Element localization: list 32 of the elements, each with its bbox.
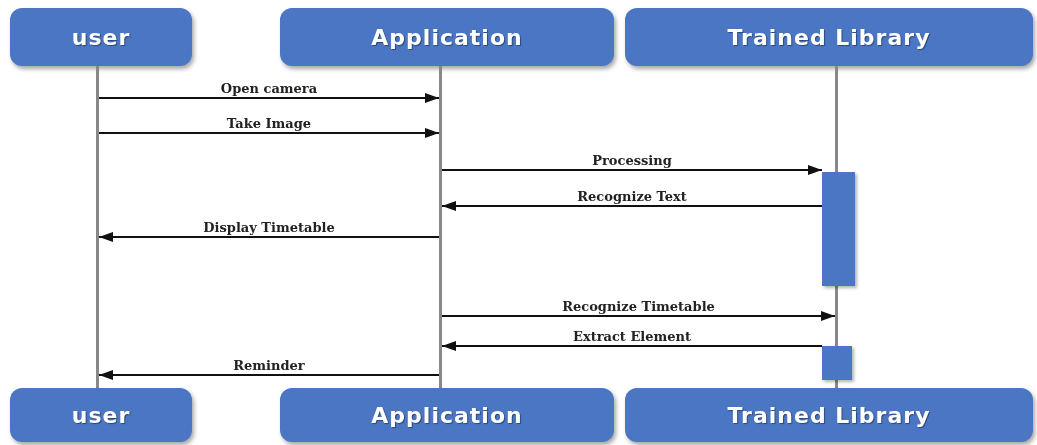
participant-box <box>280 388 614 442</box>
edge-label: Recognize Timetable <box>560 299 717 314</box>
participant-box <box>280 8 614 66</box>
message-arrow <box>98 93 440 103</box>
participant-name: Application <box>371 24 523 50</box>
edge-label: Processing <box>590 153 674 168</box>
participant-box <box>625 8 1033 66</box>
message-arrow <box>441 311 836 321</box>
participant-box <box>625 388 1033 442</box>
participant-name: user <box>71 24 131 50</box>
edge-label: Take Image <box>224 116 314 131</box>
edge-label: Extract Element <box>571 329 693 344</box>
lifeline <box>439 66 442 390</box>
lifeline <box>96 66 99 390</box>
participant-name: Trained Library <box>727 402 931 428</box>
message-arrow <box>98 232 440 242</box>
participant-name: user <box>71 402 131 428</box>
message-arrow <box>98 370 440 380</box>
participant-name: Application <box>371 402 523 428</box>
activation-bar <box>822 346 852 380</box>
edge-label: Display Timetable <box>201 220 337 235</box>
activation-bar <box>822 172 855 286</box>
message-arrow <box>441 165 823 175</box>
edge-label: Recognize Text <box>575 189 689 204</box>
edge-label: Open camera <box>218 81 320 96</box>
message-arrow <box>441 201 823 211</box>
participant-box <box>10 388 192 442</box>
participant-name: Trained Library <box>727 24 931 50</box>
edge-label: Reminder <box>231 358 307 373</box>
message-arrow <box>98 128 440 138</box>
message-arrow <box>441 341 823 351</box>
participant-box <box>10 8 192 66</box>
